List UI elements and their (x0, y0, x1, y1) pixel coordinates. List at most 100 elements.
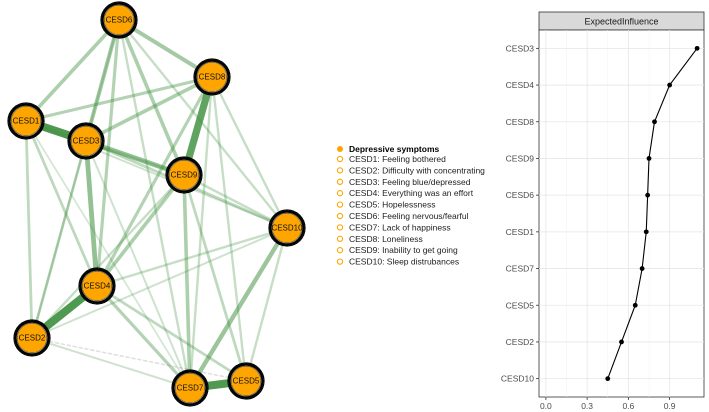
y-tick-label: CESD4 (506, 80, 535, 90)
legend-item: CESD8: Loneliness (349, 234, 423, 244)
node-body (271, 212, 303, 244)
network-node: CESD10 (268, 209, 306, 247)
node-label: CESD8 (199, 73, 226, 82)
x-tick-label: 0.6 (622, 401, 634, 411)
expected-influence-line (607, 48, 698, 379)
network-edge (31, 227, 288, 339)
legend-title: Depressive symptoms (349, 144, 440, 154)
node-body (16, 322, 48, 354)
node-label: CESD10 (271, 224, 303, 233)
node-pie-ring (8, 103, 44, 139)
y-tick-label: CESD5 (506, 300, 535, 310)
legend-item-marker (336, 235, 344, 242)
node-body (230, 365, 262, 397)
network-edge (95, 75, 214, 288)
node-label: CESD9 (171, 171, 198, 180)
legend-item: CESD2: Difficulty with concentrating (349, 165, 485, 175)
node-body (70, 125, 102, 157)
y-tick-label: CESD6 (506, 190, 535, 200)
network-legend: Depressive symptoms CESD1: Feeling bothe… (336, 144, 485, 267)
network-edge (25, 120, 191, 389)
node-body (196, 61, 228, 93)
node-pie-ring (269, 210, 305, 246)
network-edge (30, 173, 186, 340)
node-pie-ring (166, 157, 202, 193)
data-point (694, 45, 700, 51)
y-tick-label: CESD1 (506, 227, 535, 237)
network-edges (22, 18, 290, 392)
symptom-network: CESD1CESD2CESD3CESD4CESD5CESD6CESD7CESD8… (7, 1, 306, 407)
network-edge (117, 18, 186, 177)
legend-item-marker (336, 155, 344, 163)
legend-item-marker (336, 190, 344, 197)
legend-item-marker (336, 224, 344, 231)
y-tick-label: CESD9 (506, 153, 535, 163)
node-label: CESD7 (177, 384, 204, 393)
network-edge (210, 75, 248, 383)
y-tick-label: CESD3 (506, 43, 535, 53)
node-body (103, 4, 135, 36)
network-edge (95, 226, 289, 288)
legend-item: CESD3: Feeling blue/depressed (349, 177, 471, 187)
legend-item-marker (336, 178, 344, 185)
network-node: CESD3 (67, 122, 105, 160)
network-edge (117, 18, 289, 230)
node-pie-ring (14, 320, 50, 356)
network-edge (210, 75, 289, 230)
network-edge (95, 284, 192, 390)
network-node: CESD1 (7, 102, 45, 140)
network-edge (182, 173, 248, 383)
network-edge (24, 75, 214, 123)
legend-item-marker (336, 167, 344, 174)
network-node: CESD6 (100, 1, 138, 39)
node-pie-ring (194, 59, 230, 95)
node-pie-ring (68, 123, 104, 159)
x-tick-label: 0.3 (581, 401, 593, 411)
data-point (646, 156, 652, 161)
network-node: CESD5 (227, 362, 265, 400)
data-point (639, 266, 645, 271)
network-edge (95, 173, 186, 288)
node-body (81, 270, 113, 302)
node-pie-ring (101, 2, 137, 38)
network-node: CESD7 (171, 369, 209, 407)
network-edge (85, 140, 191, 389)
network-edge (117, 18, 192, 390)
plot-gridlines (539, 30, 704, 397)
expected-influence-plot: ExpectedInfluence CESD3CESD4CESD8CESD9CE… (501, 11, 705, 411)
data-point (643, 229, 649, 235)
network-edge (31, 19, 120, 339)
data-point (619, 339, 624, 345)
network-edge (84, 18, 121, 143)
network-node: CESD8 (193, 58, 231, 96)
network-node: CESD4 (78, 267, 116, 305)
data-point (667, 82, 673, 88)
legend-item: CESD4: Everything was an effort (349, 188, 474, 198)
legend-item-marker (336, 247, 344, 254)
network-edge (187, 225, 290, 391)
network-edge (24, 119, 34, 340)
legend-item-marker (336, 212, 344, 220)
network-edge (84, 75, 214, 143)
y-tick-label: CESD7 (506, 264, 535, 274)
network-edge (30, 139, 88, 340)
y-tick-label: CESD2 (506, 337, 535, 347)
legend-item: CESD6: Feeling nervous/fearful (349, 211, 469, 221)
node-body (168, 159, 200, 191)
legend-item: CESD7: Lack of happiness (349, 222, 451, 232)
network-node: CESD9 (165, 156, 203, 194)
node-pie-ring (172, 370, 208, 406)
network-edge (24, 119, 99, 288)
x-tick-label: 0.0 (540, 401, 552, 411)
legend-item-marker (336, 258, 344, 265)
node-pie-ring (228, 363, 264, 399)
legend-group-marker (337, 146, 343, 152)
network-edge (95, 284, 248, 383)
network-edge (31, 337, 191, 389)
network-edge (31, 337, 247, 382)
network-edge (182, 173, 192, 390)
y-tick-label: CESD8 (506, 117, 535, 127)
